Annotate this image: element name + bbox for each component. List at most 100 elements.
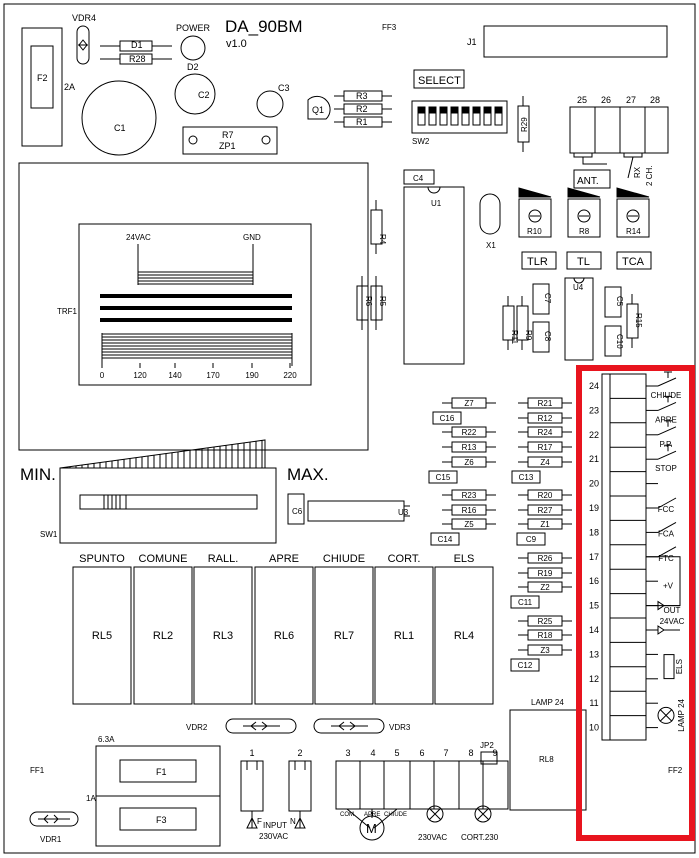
io-terminal-block: [601, 373, 647, 741]
capacitor-c13: [511, 470, 541, 484]
relay-name: RL5: [92, 630, 112, 642]
board-title: DA_90BM: [225, 17, 302, 36]
component-label: R27: [538, 506, 553, 515]
io-symbols: [646, 371, 681, 729]
relay-header: ELS: [454, 553, 475, 565]
j1-label: J1: [467, 37, 477, 47]
terminal-number: 25: [577, 95, 587, 105]
io-label: ELS: [675, 659, 684, 674]
trf1-scale-tick: 140: [168, 371, 182, 380]
vdr2-label: VDR2: [186, 723, 208, 732]
relay-name: RL1: [394, 630, 414, 642]
r8-label: R8: [579, 227, 590, 236]
capacitor-label: C15: [436, 473, 451, 482]
speed-wedge: [59, 439, 266, 469]
io-label: LAMP 24: [677, 698, 686, 731]
f3-rating: 1A: [86, 794, 96, 803]
r15-label: R15: [634, 313, 643, 328]
trf1-scale-tick: 120: [133, 371, 147, 380]
f3-label: F3: [156, 815, 167, 825]
trf-24vac-label: 24VAC: [126, 233, 151, 242]
component-label: Z1: [540, 520, 550, 529]
u1-label: U1: [431, 199, 442, 208]
select-label-box: [413, 69, 465, 89]
sw1-slider-track: [79, 494, 258, 510]
terminal-number: 21: [589, 454, 599, 464]
c5-label: C5: [615, 296, 624, 307]
motor-chiude-label: CHIUDE: [384, 812, 407, 818]
r14-wedge: [616, 187, 650, 198]
r10-wedge: [518, 187, 552, 198]
sw2-label: SW2: [412, 137, 430, 146]
terminal-number: 5: [394, 748, 399, 758]
r3-label: R3: [356, 91, 368, 101]
io-label: CHIUDE: [651, 391, 682, 400]
io-label: +V: [663, 582, 674, 591]
dip-lever-tip: [483, 106, 492, 114]
cort230-label: CORT.230: [461, 833, 499, 842]
capacitor-label: C9: [526, 535, 537, 544]
terminal-block-3-9: [335, 760, 509, 810]
capacitor-c12: [510, 658, 540, 672]
c10-label: C10: [615, 334, 624, 349]
capacitor-label: C16: [440, 414, 455, 423]
out-230-label: 230VAC: [418, 833, 447, 842]
vdr2-varistor: [225, 718, 297, 734]
ff1-label: FF1: [30, 766, 45, 775]
terminal-number: 7: [443, 748, 448, 758]
2ch-label: 2 CH.: [645, 166, 654, 186]
r7-label: R7: [222, 130, 234, 140]
trf1-scale-tick: 190: [245, 371, 259, 380]
terminal-number: 8: [468, 748, 473, 758]
jp2-label: JP2: [480, 741, 494, 750]
input-terminal-2: [288, 760, 312, 812]
els-solenoid: [663, 654, 675, 680]
ff2-label: FF2: [668, 766, 683, 775]
component-label: R20: [538, 491, 553, 500]
terminal-number: 17: [589, 552, 599, 562]
f2-fuse-holder: [21, 27, 63, 147]
dip-lever-tip: [494, 106, 503, 114]
r8-wedge: [567, 187, 601, 198]
dip-lever-tip: [472, 106, 481, 114]
relay-rl3: [193, 566, 253, 705]
q1-transistor: [307, 95, 331, 120]
c7-label: C7: [543, 293, 552, 304]
io-label: P.P.: [659, 440, 672, 449]
trf-gnd-label: GND: [243, 233, 261, 242]
c4-capacitor: [403, 169, 435, 185]
motor-label: M: [366, 821, 377, 836]
terminal-number: 27: [626, 95, 636, 105]
tca-label-box: [616, 251, 652, 270]
d2-label: D2: [187, 62, 199, 72]
motor-apre-label: APRE: [364, 812, 380, 818]
sw1-slider-knob: [103, 494, 127, 510]
f3-fuse-holder: [95, 795, 221, 847]
f1-rating: 6.3A: [98, 735, 115, 744]
input-n-arrow: [294, 811, 306, 829]
relay-rl2: [133, 566, 193, 705]
sw2-levers: [417, 106, 503, 126]
input-f-label: F: [257, 817, 262, 826]
terminal-number: 28: [650, 95, 660, 105]
f2-rating: 2A: [64, 82, 75, 92]
c5-capacitor: [604, 286, 622, 318]
r10-trimmer: [518, 198, 552, 238]
input-f-arrow: [246, 811, 258, 829]
motor-symbol: [359, 815, 385, 841]
output-arrow: [657, 600, 680, 611]
input-n-label: N: [290, 817, 296, 826]
motor-com-label: COM.: [340, 812, 356, 818]
d1-label: D1: [131, 40, 143, 50]
f3-fuse: [119, 807, 197, 831]
r28-label: R28: [129, 54, 146, 64]
c3-capacitor: [256, 90, 284, 118]
r10-label: R10: [527, 227, 542, 236]
trf1-scale-tick: 220: [283, 371, 297, 380]
terminal-block-25-28: [569, 106, 669, 154]
r14-label: R14: [626, 227, 641, 236]
dip-lever-tip: [461, 106, 470, 114]
io-label: OUT: [664, 606, 681, 615]
